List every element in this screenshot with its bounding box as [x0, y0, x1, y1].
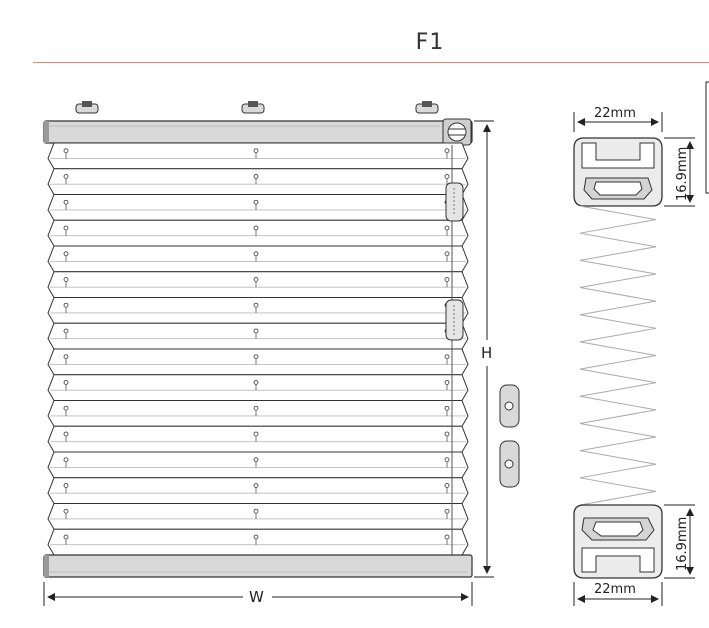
top-width-dimension: 22mm — [573, 106, 663, 132]
cord-hole — [63, 251, 69, 257]
cord-guide-icon — [442, 118, 472, 146]
pull-handle-upper-icon — [499, 384, 520, 428]
cord-hole — [253, 483, 259, 488]
width-label: W — [249, 588, 264, 606]
cord-hole — [253, 508, 259, 514]
cord-hole — [253, 380, 259, 385]
blind-front-view: H W — [43, 101, 520, 606]
pleat — [47, 194, 469, 221]
pleat — [47, 425, 469, 453]
title-divider — [33, 62, 709, 63]
cord-hole — [444, 225, 450, 231]
cord-hole — [444, 380, 450, 385]
pleat — [47, 477, 469, 504]
top-clip-right — [415, 101, 439, 114]
top-height-dimension: 16.9mm — [664, 137, 695, 207]
cord-hole — [63, 225, 69, 231]
cord-stopper-upper — [445, 182, 464, 222]
bottom-width-dimension: 22mm — [573, 582, 663, 606]
cord-hole — [253, 148, 259, 154]
cord-hole — [444, 483, 450, 488]
pleat — [47, 271, 469, 298]
bottom-rail-profile — [573, 504, 663, 579]
cord-hole — [444, 354, 450, 360]
cord-hole — [63, 508, 69, 514]
cord-hole — [63, 302, 69, 308]
cord-hole — [253, 405, 259, 411]
cord-hole — [253, 457, 259, 463]
cord-hole — [63, 483, 69, 488]
pleat — [47, 168, 469, 195]
bottom-width-label: 22mm — [594, 582, 636, 597]
cord-hole — [444, 148, 450, 154]
bottom-height-dimension: 16.9mm — [664, 504, 695, 579]
top-width-label: 22mm — [594, 106, 636, 121]
pleat — [47, 297, 469, 324]
top-clip-left — [75, 101, 99, 114]
top-rail-profile — [573, 137, 663, 207]
cord-hole — [63, 534, 69, 540]
figure-title: F1 — [415, 30, 445, 55]
cord-hole — [63, 354, 69, 360]
top-height-label: 16.9mm — [675, 147, 690, 201]
cord-hole — [444, 251, 450, 257]
cord-hole — [63, 328, 69, 334]
pleat — [47, 374, 469, 401]
height-label: H — [481, 344, 492, 362]
pleat — [47, 348, 469, 376]
pleat — [47, 503, 469, 530]
cord-hole — [253, 199, 259, 205]
cord-hole — [253, 354, 259, 360]
cord-hole — [63, 277, 69, 282]
cord-hole — [63, 405, 69, 411]
pleated-fabric-profile — [579, 205, 657, 506]
cord-hole — [63, 148, 69, 154]
cord-hole — [444, 534, 450, 540]
width-dimension: W — [43, 582, 473, 606]
head-rail — [43, 120, 473, 144]
cord-hole — [253, 534, 259, 540]
cord-hole — [253, 174, 259, 179]
pleat — [47, 142, 469, 170]
cord-hole — [444, 405, 450, 411]
cord-hole — [253, 277, 259, 282]
cord-hole — [253, 225, 259, 231]
pleat — [47, 322, 469, 350]
cord-hole — [63, 380, 69, 385]
cord-hole — [63, 174, 69, 179]
pull-handle-lower-icon — [499, 440, 520, 488]
bottom-rail — [43, 554, 473, 578]
cord-hole — [253, 431, 259, 437]
cord-stopper-lower — [445, 299, 464, 341]
top-clip-middle — [241, 101, 265, 114]
cord-hole — [253, 251, 259, 257]
pleat — [47, 245, 469, 273]
cord-hole — [444, 431, 450, 437]
pleated-fabric — [47, 142, 469, 556]
cord-hole — [444, 174, 450, 179]
pleat — [47, 528, 469, 556]
cord-hole — [444, 457, 450, 463]
pleat — [47, 451, 469, 479]
pleat — [47, 219, 469, 247]
cord-hole — [444, 277, 450, 282]
cord-hole — [253, 328, 259, 334]
bottom-height-label: 16.9mm — [675, 517, 690, 571]
profile-side-view: 22mm 16.9mm 16.9mm 22mm — [573, 81, 709, 606]
cord-hole — [444, 508, 450, 514]
height-dimension: H — [474, 120, 494, 578]
pleat — [47, 400, 469, 427]
cord-hole — [253, 302, 259, 308]
cord-hole — [63, 457, 69, 463]
cord-hole — [63, 199, 69, 205]
edge-bracket — [705, 81, 709, 194]
cord-hole — [63, 431, 69, 437]
